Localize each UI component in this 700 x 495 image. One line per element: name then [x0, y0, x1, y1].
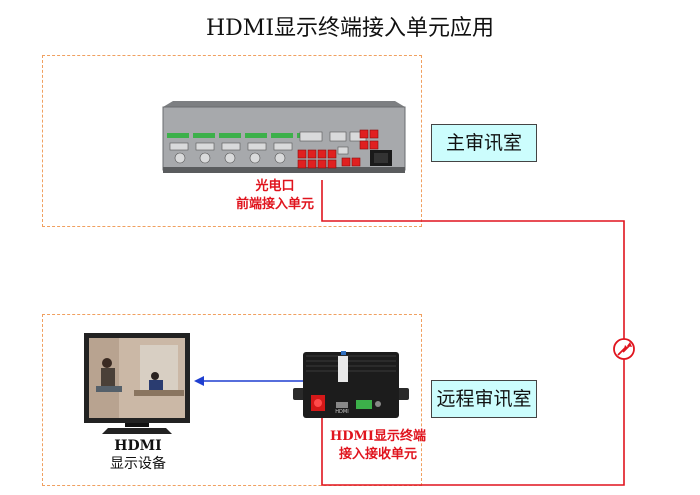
monitor-label-line2: 显示设备	[110, 456, 166, 472]
arrow-head-icon	[194, 376, 204, 386]
front-end-unit-label-line1: 光电口	[255, 179, 295, 194]
main-room-box	[42, 55, 422, 227]
receiver-unit-label-line1: HDMI显示终端	[329, 429, 427, 444]
main-room-label: 主审讯室	[431, 124, 537, 162]
remote-room-box	[42, 314, 422, 486]
fiber-connector-icon	[613, 338, 635, 360]
receiver-unit-label: HDMI显示终端 接入接收单元	[316, 428, 440, 464]
monitor-image	[84, 333, 190, 434]
monitor-label-line1: HDMI	[114, 438, 162, 454]
page-title: HDMI显示终端接入单元应用	[205, 16, 495, 41]
remote-room-label: 远程审讯室	[431, 380, 537, 418]
receiver-hdmi-port-label: HDMI	[335, 409, 349, 415]
receiver-unit-label-line2: 接入接收单元	[338, 447, 417, 462]
front-end-unit-label-line2: 前端接入单元	[235, 197, 314, 212]
receiver-box-image	[293, 351, 409, 418]
front-end-unit-label: 光电口 前端接入单元	[215, 178, 335, 214]
rack-unit-image	[162, 101, 406, 173]
monitor-label: HDMI 显示设备	[88, 437, 188, 473]
